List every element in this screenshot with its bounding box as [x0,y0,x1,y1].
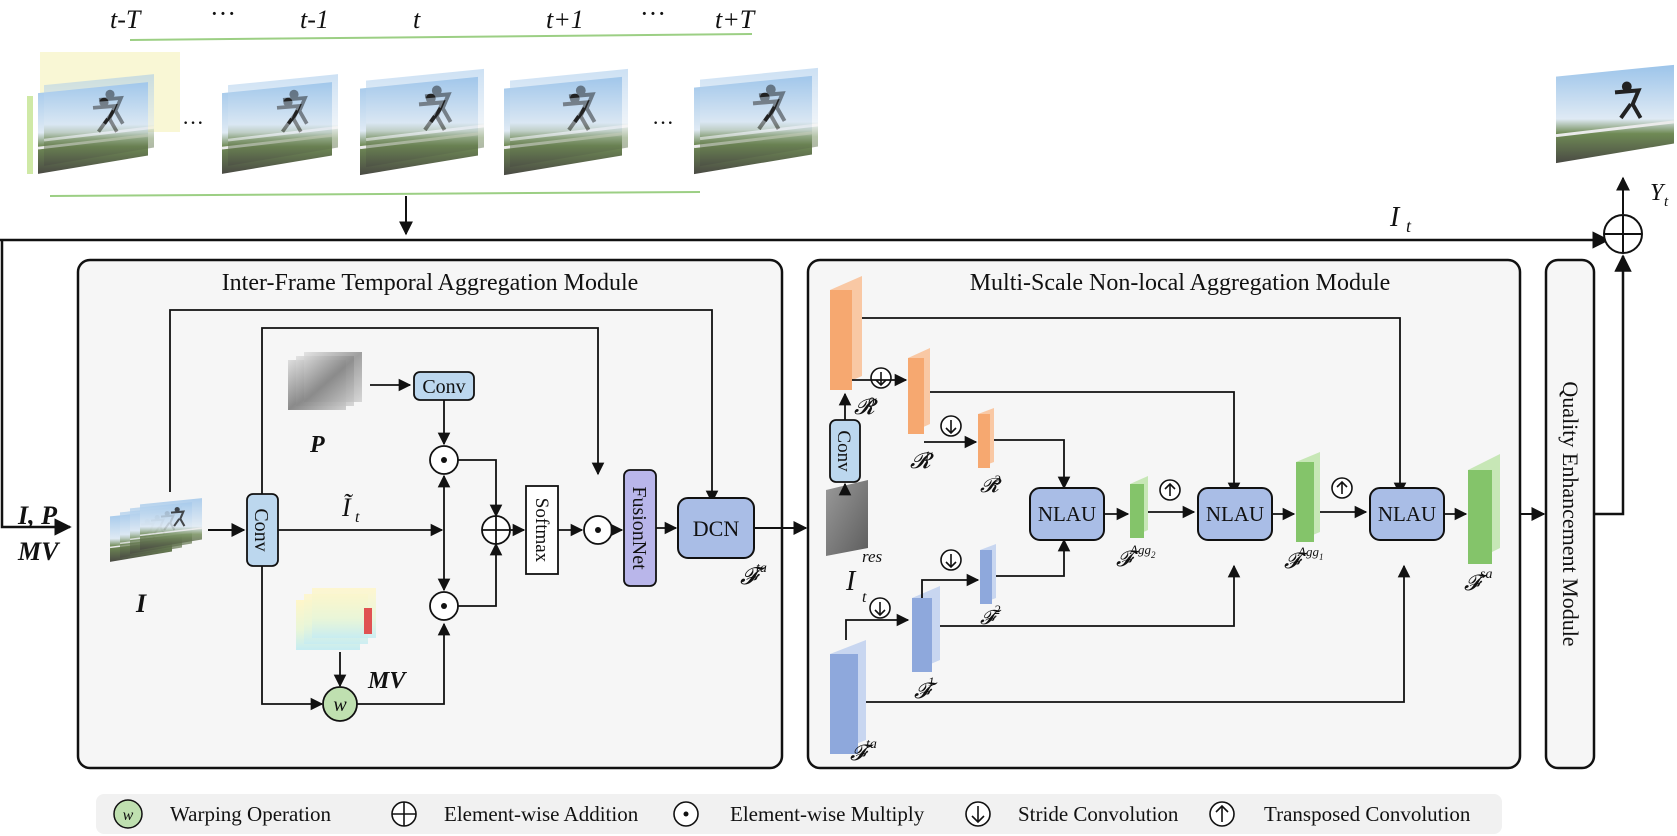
gap-dots: ··· [182,110,204,135]
frame-label: t+1 [546,5,584,34]
f1-sup: 1 [928,674,935,689]
legend-label: Transposed Convolution [1264,802,1471,826]
legend-item-warp: w Warping Operation [113,799,332,829]
frame-label: t-T [110,5,142,34]
legend-label: Element-wise Multiply [730,802,925,826]
legend-item-add: Element-wise Addition [391,801,639,827]
i-res-label: I [845,566,857,597]
feature-r1 [908,348,930,434]
conv-label: Conv [250,508,272,551]
r1-sup: 1 [924,448,931,463]
feature-f1 [912,586,940,672]
legend-item-multiply: Element-wise Multiply [673,801,925,827]
legend-symbol: w [123,807,134,824]
frame-stack: ··· ··· [27,33,818,197]
output-frame-image [1556,65,1674,163]
input-label: MV [17,537,61,566]
f-sa-sup: sa [1480,567,1492,582]
frame-label: ··· [640,0,666,28]
temporal-aggregation-module [76,258,784,770]
f2-sup: 2 [994,602,1001,617]
r1-label: 𝓡 [910,448,934,473]
label-I: I [135,589,147,618]
frame-labels: t-T ··· t-1 t t+1 ··· t+T [110,0,756,34]
qem-title: Quality Enhancement Module [1558,381,1583,646]
warp-label: w [333,694,347,716]
feature-f2 [980,544,996,604]
r0-sup: 0 [868,394,875,409]
prediction-frames-stack [288,352,362,410]
feature-f-ta [830,640,866,754]
agg2-sup: Agg [1129,542,1151,557]
conv-label: Conv [833,430,854,472]
output-label: Y [1650,180,1666,206]
nlau-label: NLAU [1038,502,1096,526]
nlau-label: NLAU [1206,502,1264,526]
gap-dots: ··· [652,110,674,135]
frame-label: t+T [715,5,756,34]
residual-image [826,480,868,556]
conv-p-label: Conv [422,376,465,398]
f-ta-sup: ta [756,561,767,576]
feature-r0 [830,276,862,390]
i-res-sup: res [862,547,883,566]
i-res-sub: t [862,589,867,606]
agg2-subsup: 2 [1151,550,1156,560]
r0-label: 𝓡 [854,394,878,419]
legend-item-transposed-conv: Transposed Convolution [1209,801,1471,827]
msnl-title: Multi-Scale Non-local Aggregation Module [970,270,1391,296]
legend-label: Element-wise Addition [444,802,639,826]
feature-r2 [978,408,994,468]
label-MV: MV [367,668,407,694]
frame-label: t-1 [300,5,329,34]
output-label-sub: t [1664,194,1669,210]
nlau-label: NLAU [1378,502,1436,526]
legend-label: Stride Convolution [1018,802,1179,826]
fusionnet-label: FusionNet [628,486,650,570]
legend-label: Warping Operation [170,802,332,826]
dcn-label: DCN [693,516,740,541]
frame-label: ··· [210,0,236,28]
skip-label-sub: t [1406,216,1412,236]
feature-agg1 [1296,452,1320,542]
agg1-subsup: 1 [1319,552,1324,562]
feature-agg2 [1130,476,1148,538]
legend [96,794,1502,834]
agg1-sup: Agg [1297,544,1319,559]
i-tilde-sub: t [355,509,360,526]
f-ta-sup: ta [866,737,877,752]
label-P: P [309,432,325,458]
softmax-label: Softmax [531,498,552,563]
r2-label: 𝓡 [980,475,1002,497]
tam-title: Inter-Frame Temporal Aggregation Module [222,270,639,296]
feature-f-sa [1468,454,1500,564]
r2-sup: 2 [994,472,1001,487]
skip-label: I [1389,202,1401,233]
input-label: I, P [17,501,58,530]
motion-vector-stack [296,588,376,650]
frame-label: t [413,5,421,34]
legend-item-stride-conv: Stride Convolution [965,801,1179,827]
